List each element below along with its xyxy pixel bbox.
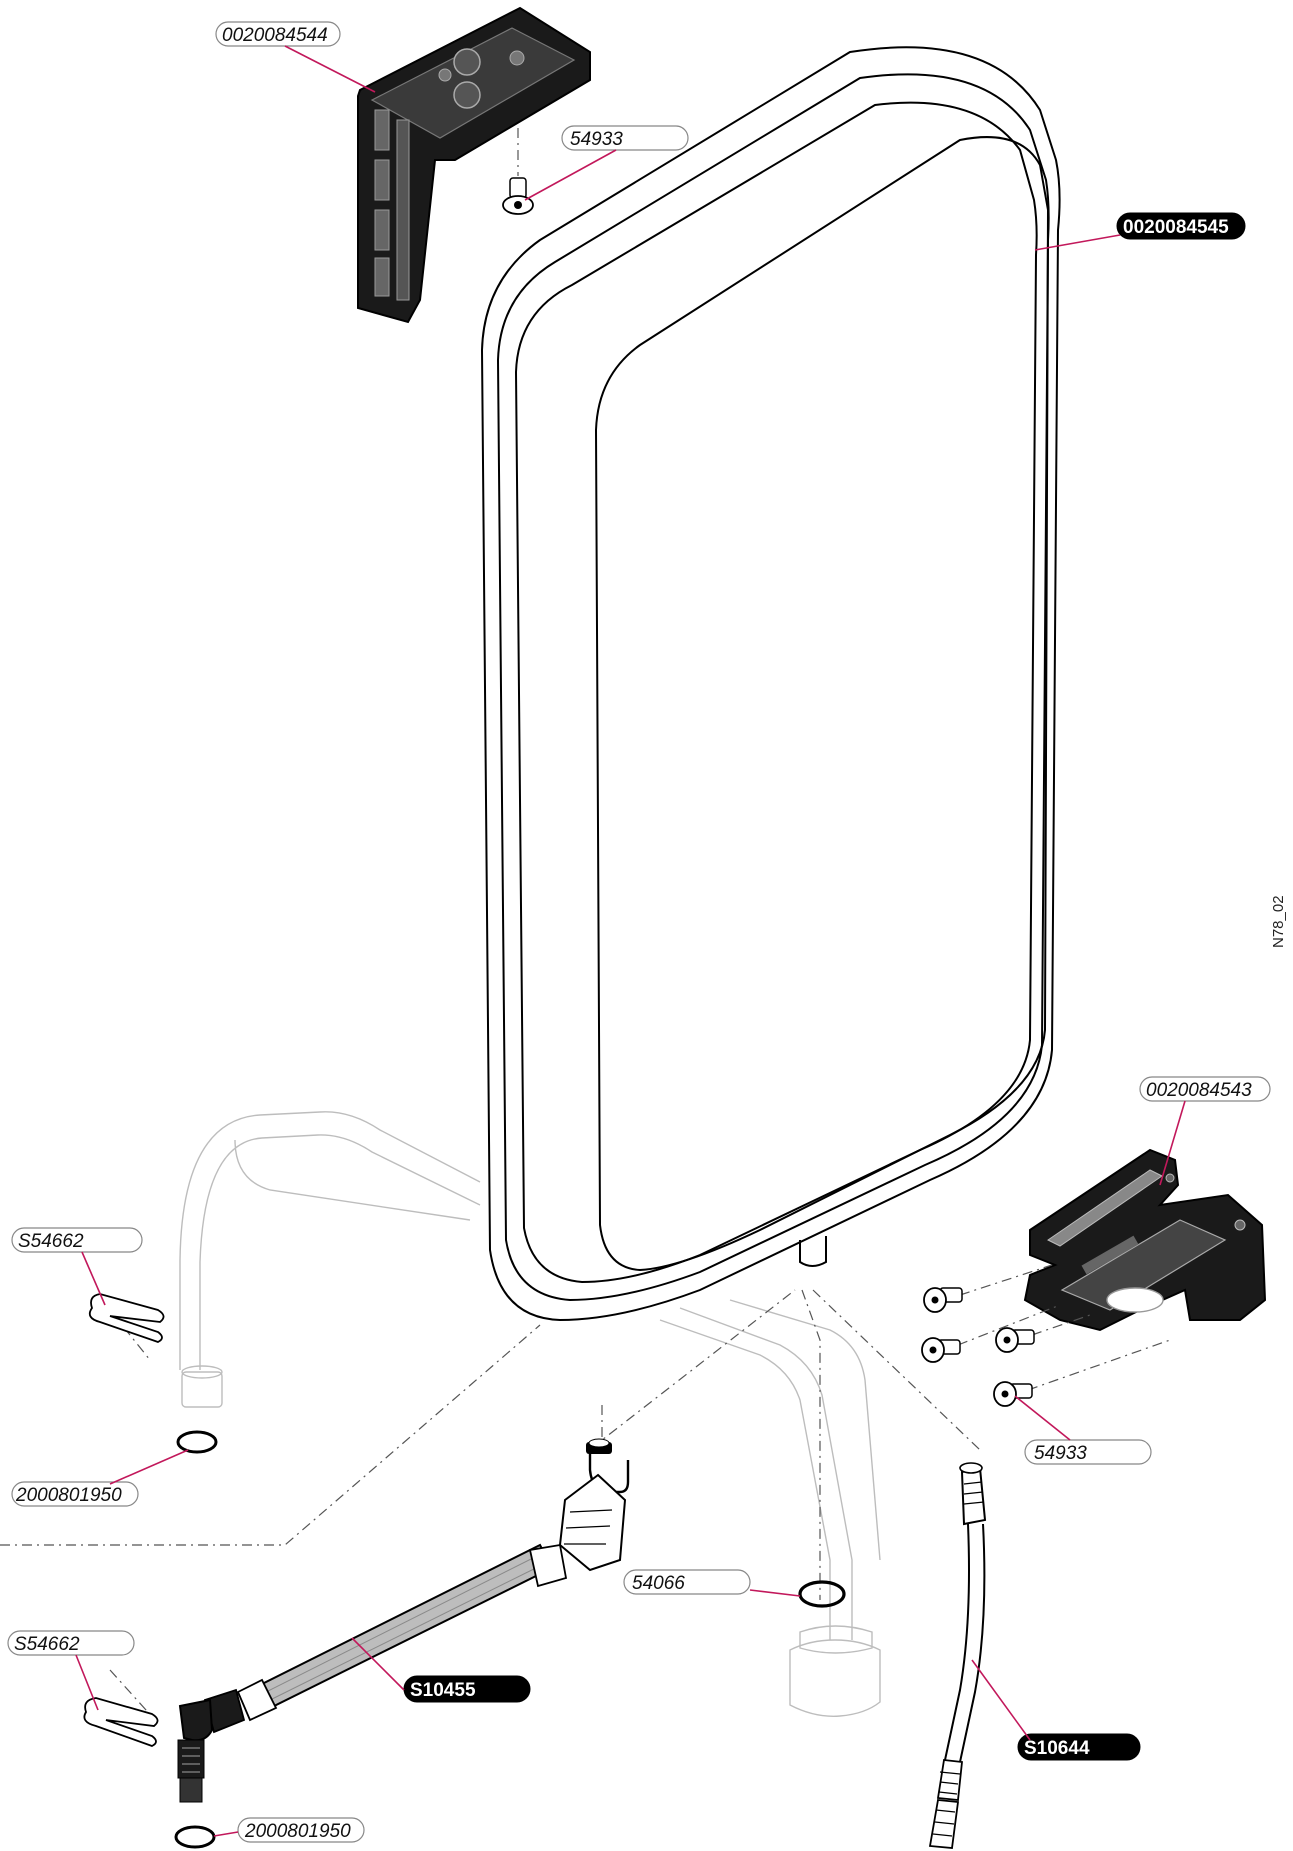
- label-2000801950-upper: 2000801950: [11, 1449, 189, 1507]
- clip-upper: [88, 1293, 165, 1343]
- label-54933-top: 54933: [524, 125, 689, 201]
- clip-lower: [83, 1697, 159, 1747]
- label-s54662-lower: S54662: [7, 1630, 135, 1711]
- top-mounting-bracket: [357, 6, 591, 324]
- label-text: S10644: [1024, 1738, 1090, 1759]
- label-text: 2000801950: [244, 1821, 351, 1842]
- label-54066: 54066: [623, 1569, 801, 1597]
- oring-lower: [174, 1825, 216, 1849]
- ghost-pipes: [179, 1111, 881, 1717]
- label-0020084544: 0020084544: [215, 21, 376, 93]
- bottom-screws: [921, 1264, 1171, 1407]
- label-2000801950-lower: 2000801950: [213, 1817, 365, 1843]
- expansion-tank: [480, 46, 1061, 1322]
- bottom-mounting-bracket: [1023, 1148, 1267, 1332]
- oring-middle: [798, 1580, 846, 1608]
- label-text: 0020084544: [222, 25, 328, 46]
- oring-upper: [176, 1430, 218, 1454]
- label-s10644: S10644: [971, 1659, 1141, 1761]
- label-text: 0020084545: [1123, 217, 1229, 238]
- label-text: S54662: [18, 1231, 84, 1252]
- top-screw: [502, 128, 534, 215]
- label-text: 0020084543: [1146, 1080, 1252, 1101]
- drawing-code: N78_02: [1270, 895, 1287, 948]
- label-0020084545: 0020084545: [1034, 212, 1246, 251]
- label-s10455: S10455: [351, 1637, 531, 1703]
- label-54933-bottom: 54933: [1014, 1395, 1152, 1465]
- alignment-lines: [0, 1289, 981, 1721]
- label-text: 54066: [632, 1573, 685, 1594]
- label-text: 2000801950: [15, 1485, 122, 1506]
- label-text: 54933: [570, 129, 623, 150]
- right-hose: [928, 1462, 987, 1849]
- label-s54662-upper: S54662: [11, 1227, 143, 1306]
- label-0020084543: 0020084543: [1139, 1076, 1271, 1186]
- label-text: S10455: [410, 1680, 476, 1701]
- label-text: S54662: [14, 1634, 80, 1655]
- label-text: 54933: [1034, 1443, 1087, 1464]
- main-hose: [177, 1438, 630, 1803]
